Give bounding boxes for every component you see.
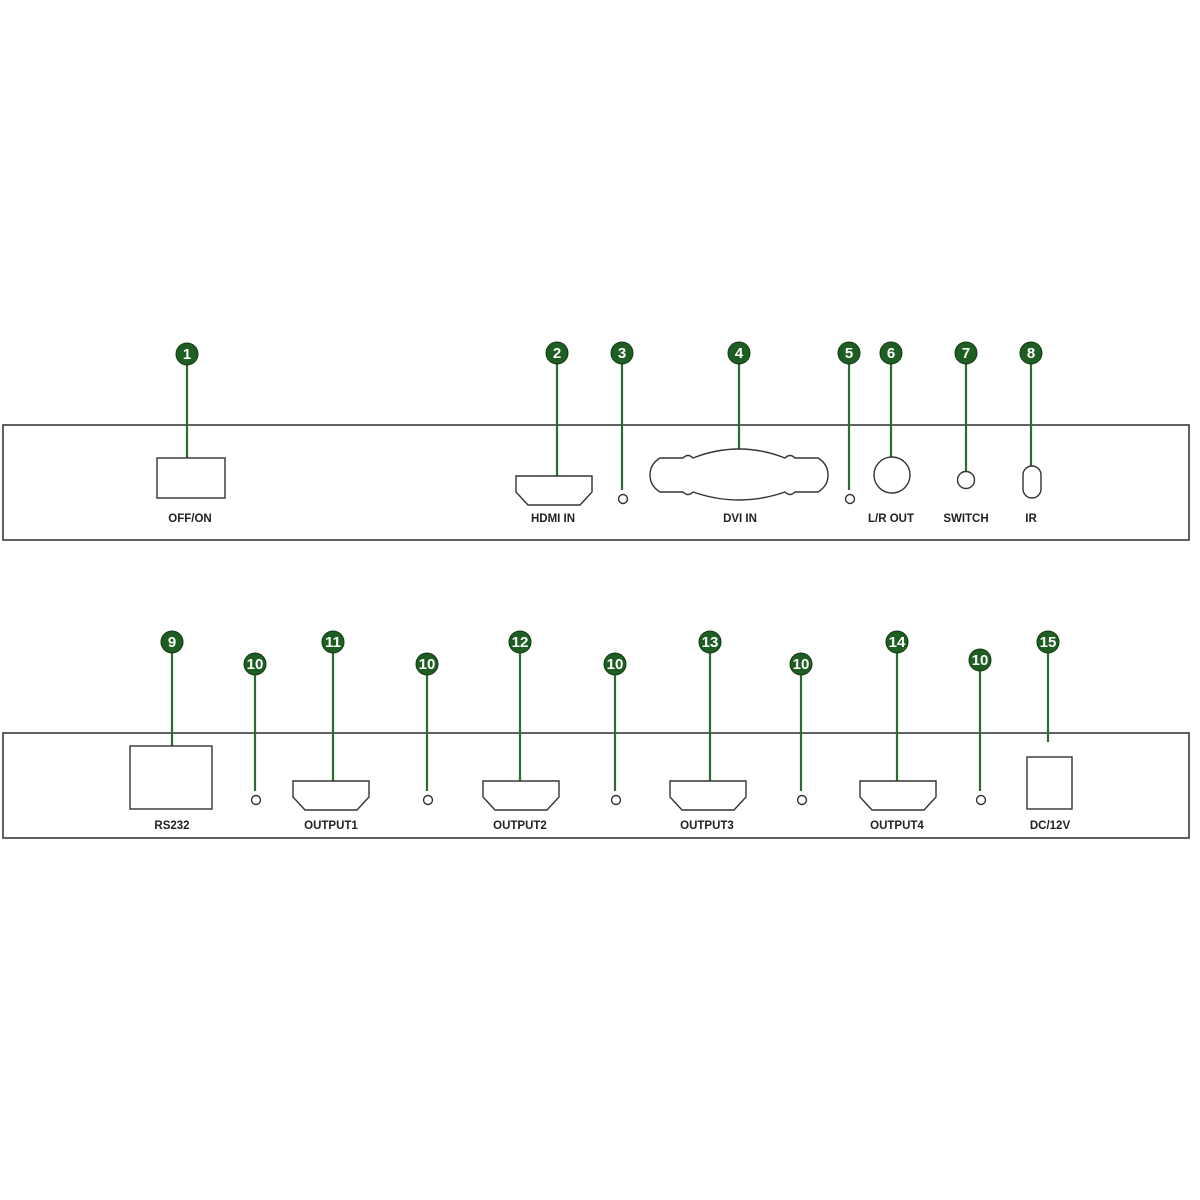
callout-output-led: 10 <box>243 652 267 806</box>
callout-badge <box>954 341 978 365</box>
callout-badge <box>789 652 813 676</box>
rs232-port-icon <box>129 745 213 810</box>
callout-badge <box>837 341 861 365</box>
ir-window-icon <box>1022 465 1042 499</box>
callout-badge <box>243 652 267 676</box>
hdmi-port-icon <box>292 780 370 811</box>
callout-number: 7 <box>962 345 970 362</box>
callout-dvi-led: 5 <box>837 341 861 505</box>
port-label: OUTPUT2 <box>493 820 547 832</box>
audio-jack-icon <box>873 456 911 494</box>
led-indicator-icon <box>844 493 856 505</box>
callout-number: 6 <box>887 345 895 362</box>
callout-output1: 11 OUTPUT1 <box>292 630 370 832</box>
hdmi-port-icon <box>859 780 937 811</box>
port-label: OFF/ON <box>168 513 211 525</box>
led-indicator-icon <box>250 794 262 806</box>
callout-output-led: 10 <box>603 652 627 806</box>
callout-number: 12 <box>512 634 529 651</box>
callout-badge <box>415 652 439 676</box>
callout-output-led: 10 <box>789 652 813 806</box>
dc-power-jack-icon <box>1026 756 1073 810</box>
callout-number: 10 <box>247 656 264 673</box>
callout-badge <box>160 630 184 654</box>
callout-output3: 13 OUTPUT3 <box>669 630 747 832</box>
callout-dc-power: 15 DC/12V <box>1026 630 1073 832</box>
callout-hdmi-led: 3 <box>610 341 634 505</box>
callout-badge <box>610 341 634 365</box>
callout-output-led: 10 <box>968 648 992 806</box>
callout-number: 3 <box>618 345 626 362</box>
led-indicator-icon <box>617 493 629 505</box>
led-indicator-icon <box>422 794 434 806</box>
callout-number: 10 <box>419 656 436 673</box>
callout-dvi-in: 4 DVI IN <box>649 341 829 525</box>
led-indicator-icon <box>796 794 808 806</box>
callout-rs232: 9 RS232 <box>129 630 213 832</box>
callout-badge <box>727 341 751 365</box>
hdmi-port-icon <box>669 780 747 811</box>
callout-badge <box>1036 630 1060 654</box>
rocker-switch-icon <box>156 457 226 499</box>
port-label: HDMI IN <box>531 513 575 525</box>
callout-badge <box>603 652 627 676</box>
callout-number: 9 <box>168 634 176 651</box>
callout-hdmi-in: 2 HDMI IN <box>515 341 593 525</box>
callout-number: 11 <box>325 634 341 651</box>
callout-ir-receiver: 8 IR <box>1019 341 1043 525</box>
port-label: OUTPUT3 <box>680 820 734 832</box>
push-button-icon <box>956 470 976 490</box>
led-indicator-icon <box>975 794 987 806</box>
callout-badge <box>175 342 199 366</box>
callout-number: 10 <box>793 656 810 673</box>
callout-switch-button: 7 SWITCH <box>943 341 989 525</box>
callout-number: 10 <box>972 652 989 669</box>
port-label: SWITCH <box>943 513 988 525</box>
callout-badge <box>508 630 532 654</box>
callout-output-led: 10 <box>415 652 439 806</box>
callout-output2: 12 OUTPUT2 <box>482 630 560 832</box>
port-label: DC/12V <box>1030 820 1071 832</box>
front-panel: 1 OFF/ON 2 HDMI IN 3 4 DVI IN <box>2 341 1190 541</box>
callout-number: 2 <box>553 345 561 362</box>
callout-power-switch: 1 OFF/ON <box>156 342 226 525</box>
callout-audio-out: 6 L/R OUT <box>868 341 914 525</box>
callout-badge <box>321 630 345 654</box>
port-label: L/R OUT <box>868 513 914 525</box>
callout-number: 1 <box>183 346 191 363</box>
callout-badge <box>1019 341 1043 365</box>
callout-badge <box>885 630 909 654</box>
dvi-port-icon <box>649 448 829 501</box>
rear-panel: 9 RS232 10 11 OUTPUT1 10 <box>2 630 1190 839</box>
callout-badge <box>698 630 722 654</box>
port-label: OUTPUT4 <box>870 820 924 832</box>
hdmi-port-icon <box>482 780 560 811</box>
callout-badge <box>545 341 569 365</box>
callout-output4: 14 OUTPUT4 <box>859 630 937 832</box>
led-indicator-icon <box>610 794 622 806</box>
callout-number: 10 <box>607 656 624 673</box>
callout-number: 13 <box>702 634 719 651</box>
callout-badge <box>879 341 903 365</box>
callout-number: 14 <box>889 634 906 651</box>
callout-number: 8 <box>1027 345 1035 362</box>
callout-number: 4 <box>735 345 744 362</box>
callout-badge <box>968 648 992 672</box>
hdmi-port-icon <box>515 475 593 506</box>
callout-number: 5 <box>845 345 853 362</box>
port-label: DVI IN <box>723 513 757 525</box>
port-label: RS232 <box>154 820 189 832</box>
port-label: OUTPUT1 <box>304 820 358 832</box>
callout-number: 15 <box>1040 634 1057 651</box>
port-label: IR <box>1025 513 1037 525</box>
